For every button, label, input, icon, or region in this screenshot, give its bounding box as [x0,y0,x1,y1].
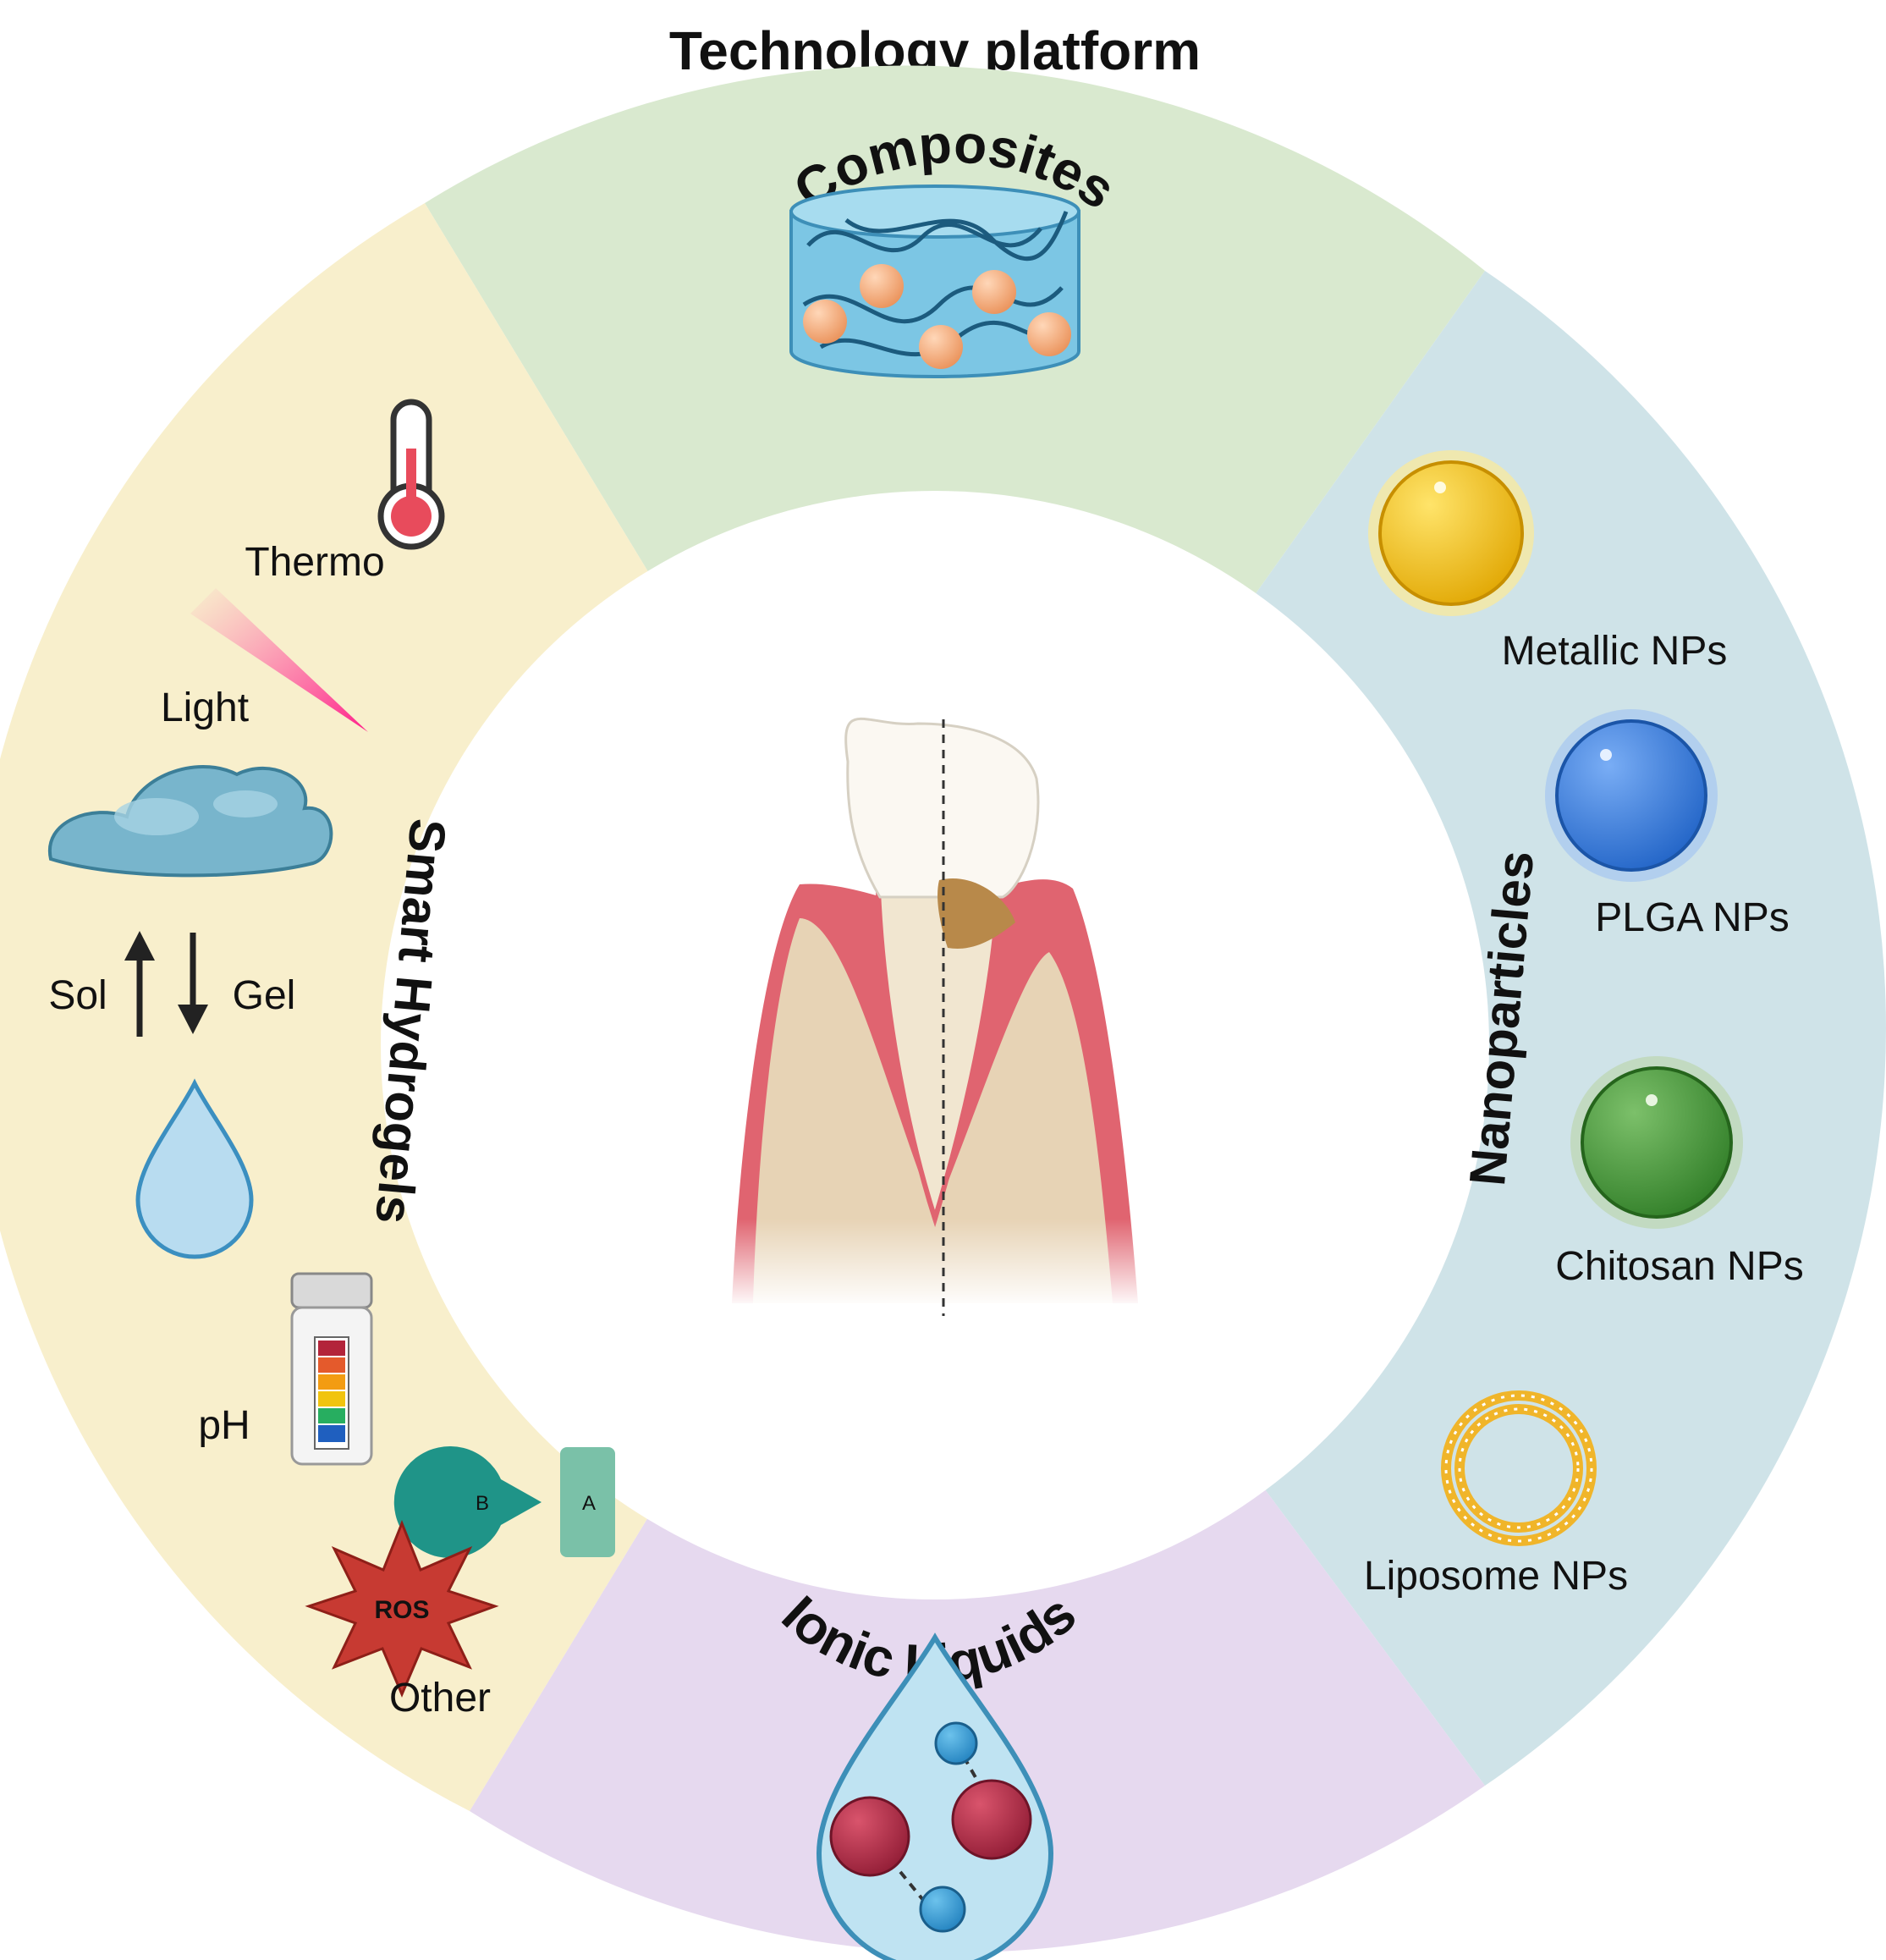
ros-label: ROS [374,1596,429,1624]
hydrogel-blob-icon [47,765,333,878]
enzyme-b-label: B [476,1492,489,1515]
water-drop-icon [135,1078,254,1259]
chitosan-np-label: Chitosan NPs [1555,1244,1803,1289]
thermo-label: Thermo [245,540,384,585]
ph-label: pH [198,1403,250,1448]
ros-burst-icon: ROS [305,1519,499,1698]
chitosan-np-icon [1570,1056,1743,1229]
metallic-np-icon [1368,450,1534,616]
light-label: Light [161,685,249,730]
gel-label: Gel [233,973,296,1018]
plga-np-label: PLGA NPs [1595,895,1789,940]
ph-strip-bottle-icon [290,1272,373,1466]
thermometer-icon [377,399,445,550]
liposome-np-label: Liposome NPs [1364,1554,1628,1599]
plga-np-icon [1545,709,1718,882]
ring [0,65,1886,1953]
ionic-liquid-droplet-icon [816,1632,1054,1960]
metallic-np-label: Metallic NPs [1502,629,1728,674]
sol-label: Sol [48,973,107,1018]
other-label: Other [389,1676,491,1721]
composite-cylinder-icon [789,184,1080,378]
gel-down-arrow-icon [178,933,208,1034]
enzyme-a-label: A [582,1492,596,1515]
light-beam-icon [190,588,368,732]
sol-up-arrow-icon [124,931,155,1037]
enzyme-icon: B A [393,1446,615,1558]
liposome-np-icon [1441,1390,1597,1546]
tooth-periodontitis-illustration [732,717,1138,1316]
